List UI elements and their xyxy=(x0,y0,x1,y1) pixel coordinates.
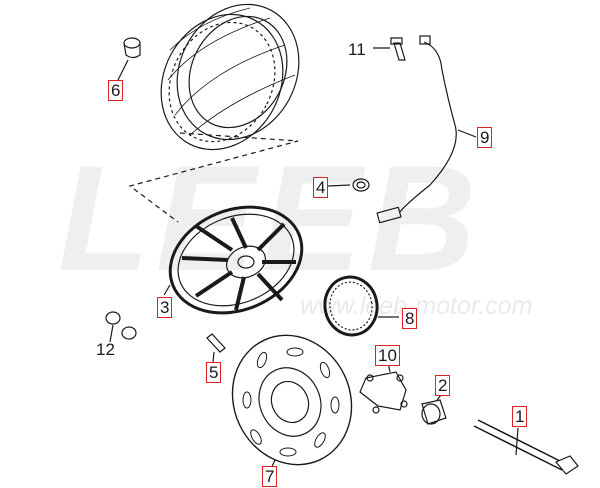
callout-1: 1 xyxy=(512,406,528,427)
callout-7: 7 xyxy=(262,466,278,487)
callout-4: 4 xyxy=(313,177,329,198)
rim xyxy=(168,205,304,315)
callout-8: 8 xyxy=(402,308,418,329)
callout-12: 12 xyxy=(96,340,115,359)
callout-10: 10 xyxy=(375,345,400,366)
brake-disc xyxy=(231,334,353,466)
callout-11: 11 xyxy=(348,40,366,59)
callout-6: 6 xyxy=(108,80,124,101)
tire xyxy=(160,3,300,151)
abs-ring xyxy=(323,275,379,337)
callout-5: 5 xyxy=(206,362,222,383)
callout-3: 3 xyxy=(157,297,173,318)
callout-2: 2 xyxy=(435,375,451,396)
callout-9: 9 xyxy=(477,127,493,148)
